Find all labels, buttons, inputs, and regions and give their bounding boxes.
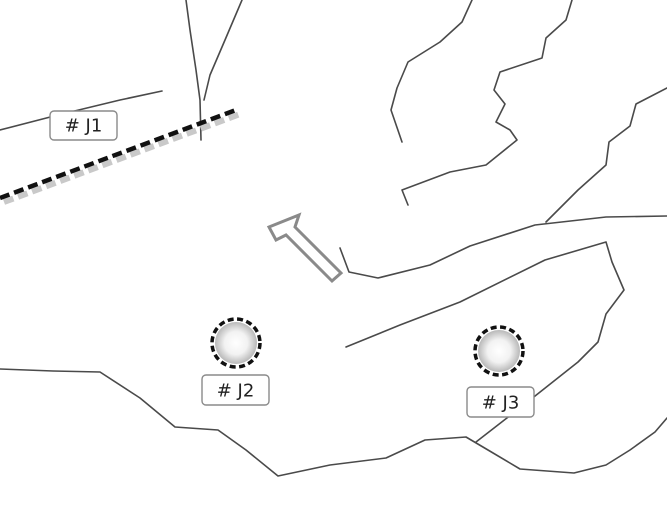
label-text: # J3 bbox=[482, 393, 520, 414]
marker-ring bbox=[473, 325, 525, 377]
contour-line bbox=[0, 368, 667, 477]
sphere-marker-icon bbox=[478, 330, 520, 372]
contour-line bbox=[339, 215, 667, 279]
label-j2: # J2 bbox=[201, 374, 270, 406]
label-text: # J2 bbox=[217, 381, 255, 402]
marker-j2[interactable] bbox=[210, 317, 262, 369]
contour-lines bbox=[0, 0, 667, 477]
marker-j3[interactable] bbox=[473, 325, 525, 377]
contour-line bbox=[203, 0, 243, 101]
dashed-boundary-line bbox=[0, 107, 242, 205]
label-text: # J1 bbox=[65, 116, 103, 137]
label-box bbox=[201, 374, 270, 406]
marker-ring bbox=[210, 317, 262, 369]
contour-line bbox=[390, 0, 473, 143]
label-box bbox=[466, 386, 535, 418]
contour-line bbox=[185, 0, 202, 141]
label-j1: # J1 bbox=[49, 110, 118, 141]
sphere-marker-icon bbox=[215, 322, 257, 364]
contour-line bbox=[545, 87, 667, 223]
direction-arrow-icon bbox=[266, 212, 344, 284]
contour-line bbox=[401, 0, 573, 206]
contour-line bbox=[345, 241, 625, 443]
label-j3: # J3 bbox=[466, 386, 535, 418]
contour-line bbox=[0, 90, 163, 131]
label-box bbox=[49, 110, 118, 141]
